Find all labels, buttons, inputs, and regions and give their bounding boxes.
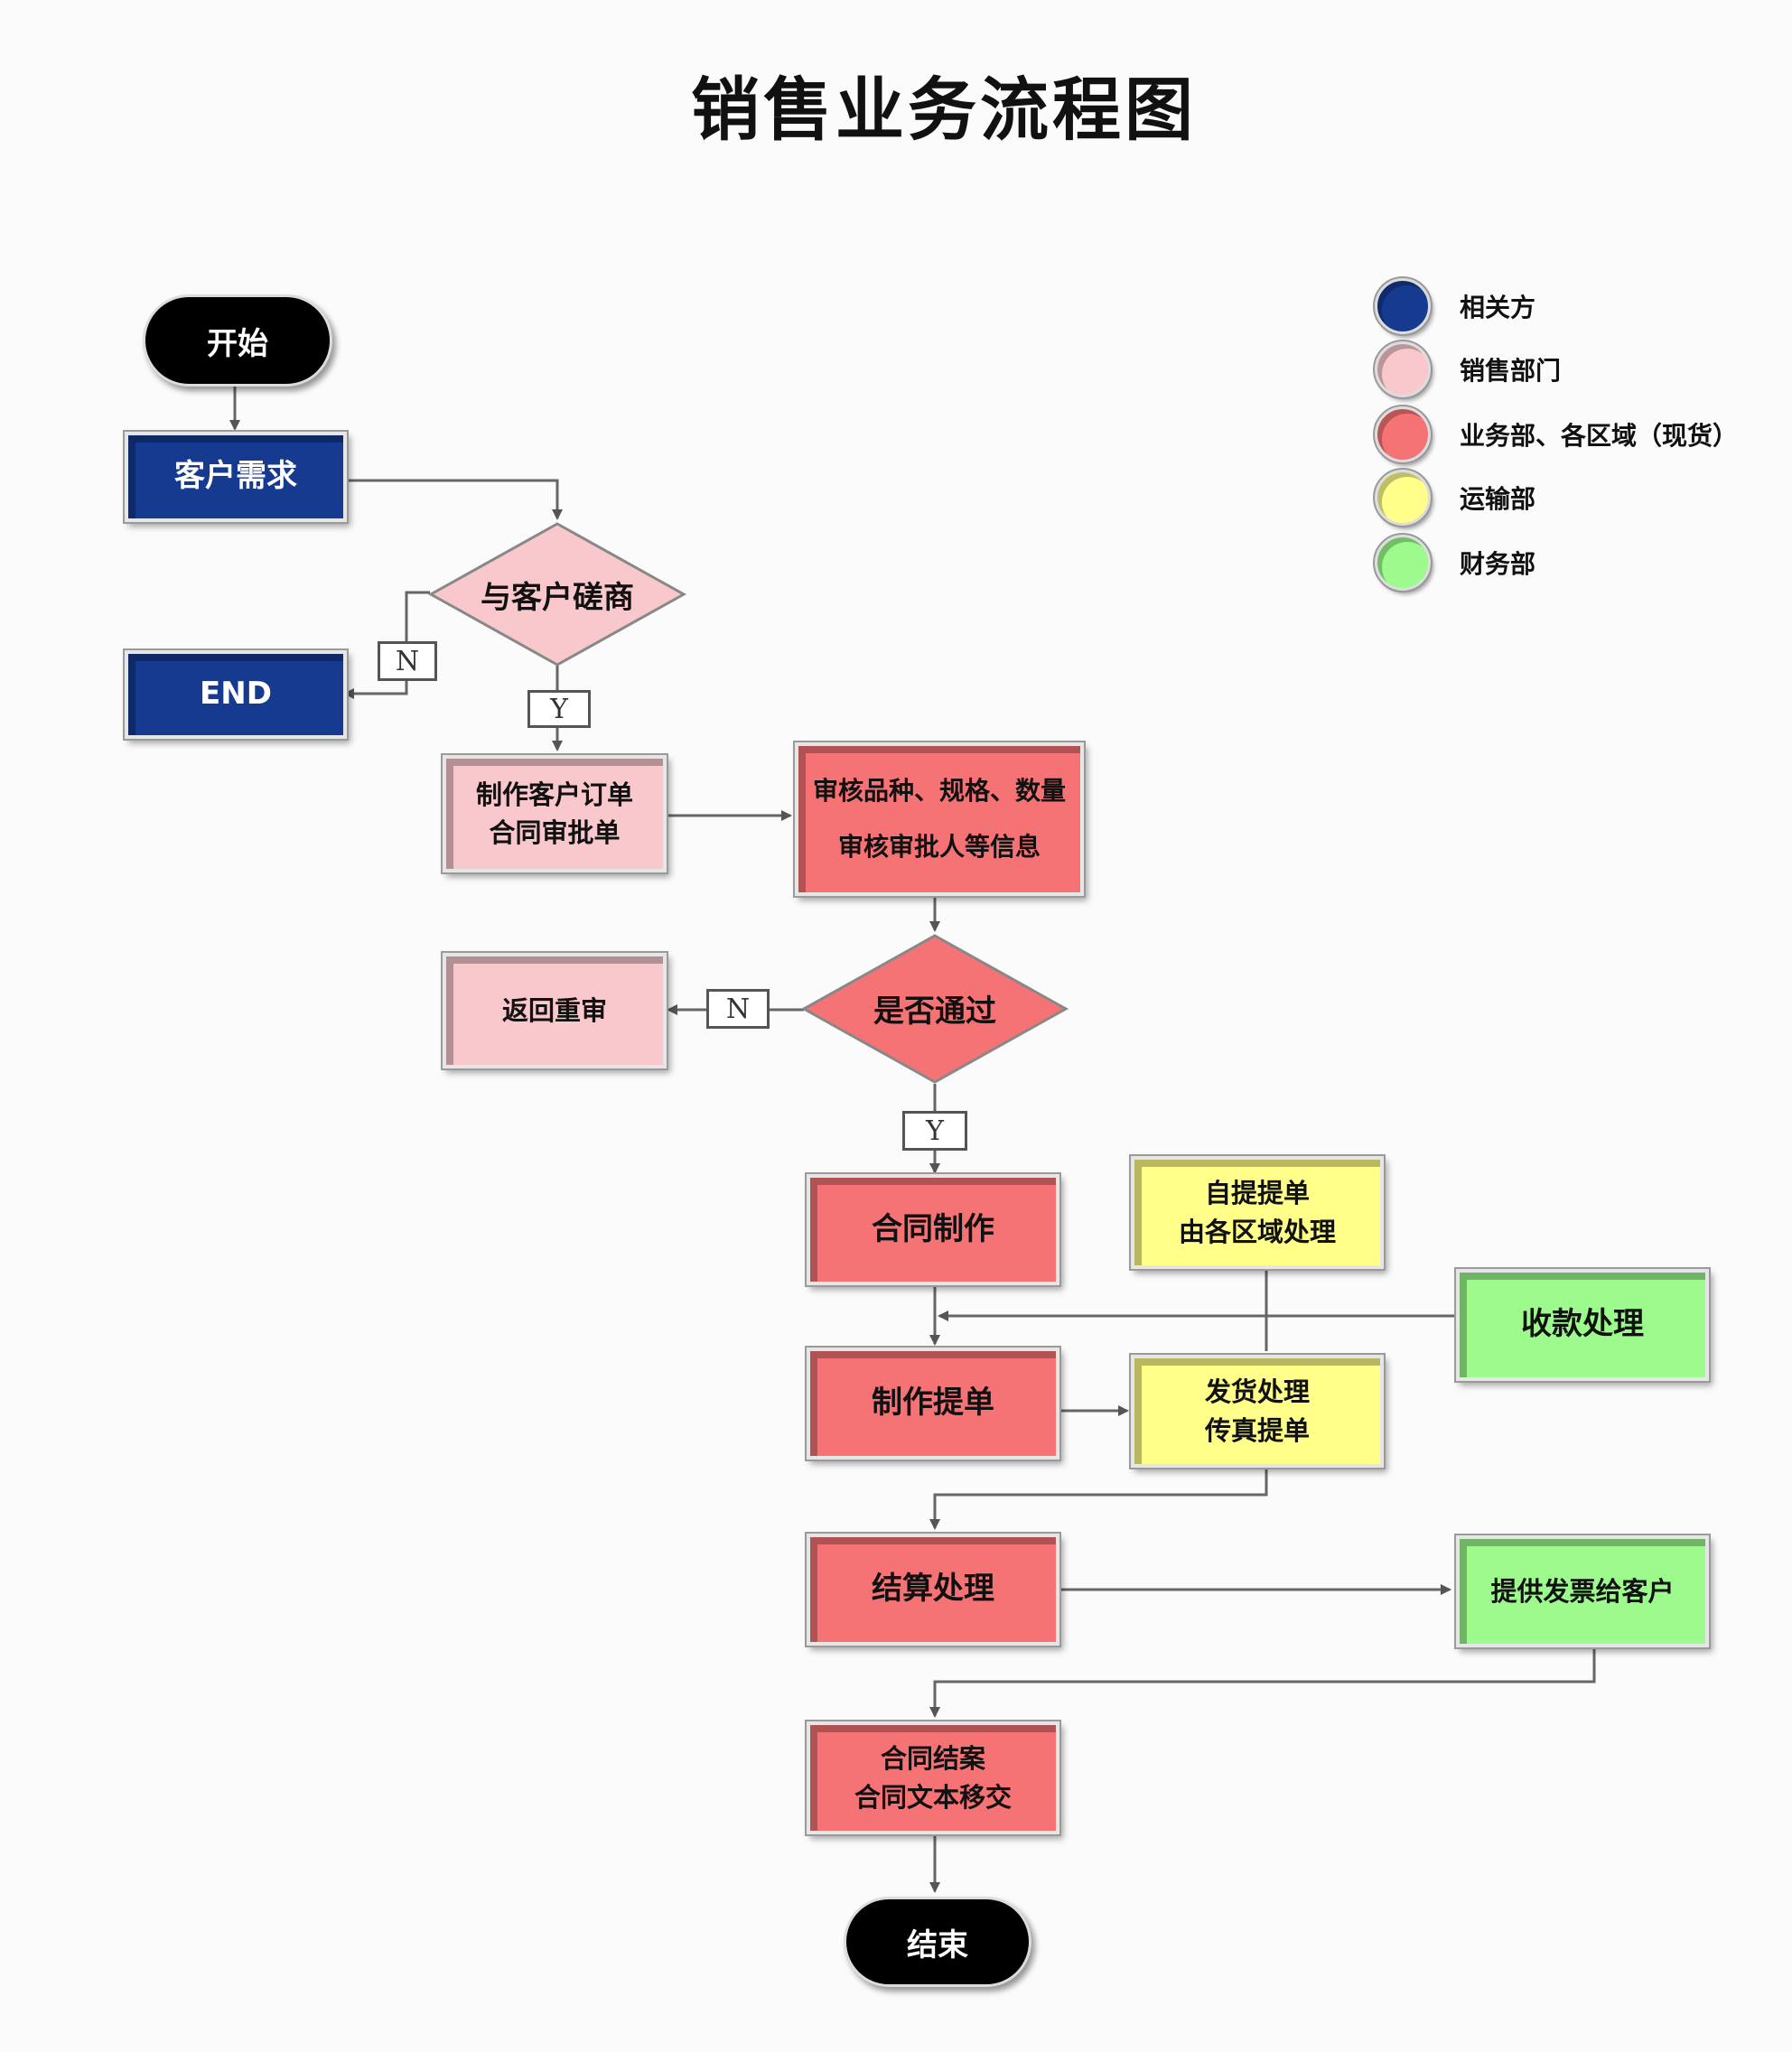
contract-making-box: 合同制作 xyxy=(805,1172,1061,1287)
finish-label: 结束 xyxy=(907,1926,968,1963)
make-bill-box: 制作提单 xyxy=(805,1346,1061,1461)
legend-item-transport: 运输部 xyxy=(1373,468,1536,527)
contract-close-box: 合同结案 合同文本移交 xyxy=(805,1720,1061,1836)
invoice-label: 提供发票给客户 xyxy=(1490,1575,1675,1607)
payment-box: 收款处理 xyxy=(1454,1267,1711,1383)
page-title: 销售业务流程图 xyxy=(691,70,1197,150)
branch-no-label: N xyxy=(378,641,437,681)
customer-demand-label: 客户需求 xyxy=(174,458,297,495)
legend-swatch-yellow xyxy=(1373,468,1433,527)
payment-label: 收款处理 xyxy=(1521,1306,1644,1343)
decision-negotiate: 与客户磋商 xyxy=(431,560,684,629)
make-bill-label: 制作提单 xyxy=(872,1385,994,1422)
legend-label: 财务部 xyxy=(1460,549,1536,579)
make-order-box: 制作客户订单 合同审批单 xyxy=(441,753,668,874)
legend-swatch-green xyxy=(1373,533,1433,592)
legend-label: 业务部、各区域（现货） xyxy=(1460,421,1739,451)
legend-swatch-pink xyxy=(1373,340,1433,399)
passed-label: 是否通过 xyxy=(873,993,996,1030)
legend-item-sales: 销售部门 xyxy=(1373,340,1562,399)
shipping-line2: 传真提单 xyxy=(1204,1414,1310,1446)
decision-negotiate-shape xyxy=(427,522,687,667)
review-info-box: 审核品种、规格、数量 审核审批人等信息 xyxy=(793,741,1086,898)
connector-demand-negotiate xyxy=(347,479,563,520)
start-label: 开始 xyxy=(207,325,268,362)
connector-shipping-settlement xyxy=(929,1468,1268,1530)
branch-no-label-2: N xyxy=(706,989,770,1029)
legend-item-finance: 财务部 xyxy=(1373,533,1536,592)
legend-item-stakeholders: 相关方 xyxy=(1373,276,1536,336)
self-pickup-line2: 由各区域处理 xyxy=(1178,1216,1336,1247)
shipping-line1: 发货处理 xyxy=(1204,1376,1310,1408)
return-review-label: 返回重审 xyxy=(501,994,607,1026)
legend-label: 运输部 xyxy=(1460,484,1536,514)
legend-label: 相关方 xyxy=(1460,293,1536,322)
settlement-box: 结算处理 xyxy=(805,1532,1061,1647)
contract-close-line1: 合同结案 xyxy=(880,1743,985,1775)
branch-yes-label: Y xyxy=(527,690,591,728)
end-box: END xyxy=(123,648,349,741)
review-info-line1: 审核品种、规格、数量 xyxy=(812,776,1066,807)
self-pickup-line1: 自提提单 xyxy=(1204,1178,1310,1209)
contract-making-label: 合同制作 xyxy=(872,1210,994,1247)
review-info-line2: 审核审批人等信息 xyxy=(837,832,1041,862)
start-terminal: 开始 xyxy=(143,294,332,387)
legend-label: 销售部门 xyxy=(1460,356,1562,386)
negotiate-label: 与客户磋商 xyxy=(481,579,634,616)
legend-swatch-red xyxy=(1373,405,1433,464)
branch-yes-label-2: Y xyxy=(902,1111,967,1151)
finish-terminal: 结束 xyxy=(844,1897,1031,1987)
make-order-line1: 制作客户订单 xyxy=(475,779,633,810)
invoice-box: 提供发票给客户 xyxy=(1454,1534,1711,1649)
return-review-box: 返回重审 xyxy=(441,951,668,1070)
decision-passed-shape xyxy=(800,934,1069,1084)
customer-demand-box: 客户需求 xyxy=(123,430,349,524)
make-order-line2: 合同审批单 xyxy=(489,817,621,848)
end-label: END xyxy=(200,676,272,713)
contract-close-line2: 合同文本移交 xyxy=(854,1781,1012,1813)
shipping-box: 发货处理 传真提单 xyxy=(1129,1353,1386,1469)
legend-item-business: 业务部、各区域（现货） xyxy=(1373,405,1739,464)
decision-passed: 是否通过 xyxy=(804,974,1066,1042)
connector-invoice-close xyxy=(929,1646,1596,1718)
settlement-label: 结算处理 xyxy=(872,1571,994,1608)
self-pickup-box: 自提提单 由各区域处理 xyxy=(1129,1154,1386,1271)
legend-swatch-blue xyxy=(1373,276,1433,336)
